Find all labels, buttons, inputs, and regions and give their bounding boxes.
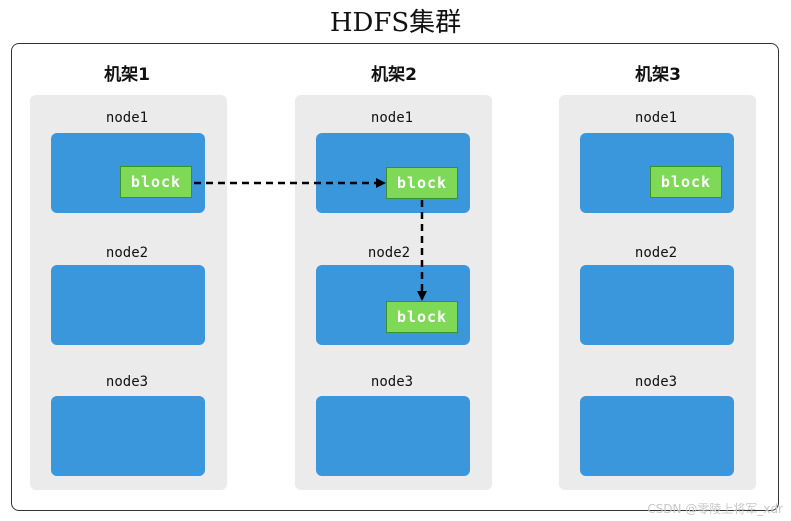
rack-3-node-3-label: node3	[634, 374, 678, 390]
rack-2-node-3-label: node3	[370, 374, 414, 390]
hdfs-cluster-frame	[11, 43, 779, 511]
rack-3-node-2	[580, 265, 734, 345]
block-rack-3-node-1: block	[650, 166, 722, 198]
rack-3-node-1-label: node1	[634, 110, 678, 126]
rack-1-node-2	[51, 265, 205, 345]
rack-2-node-1-label: node1	[370, 110, 414, 126]
rack-3-node-3	[580, 396, 734, 476]
rack-1-node-3-label: node3	[105, 374, 149, 390]
rack-1-node-1-label: node1	[105, 110, 149, 126]
watermark: CSDN @零陵上将军_xdr	[647, 502, 783, 516]
block-rack-2-node-2: block	[386, 301, 458, 333]
block-rack-2-node-1: block	[386, 167, 458, 199]
block-rack-1-node-1: block	[120, 166, 192, 198]
rack-1-label: 机架1	[104, 65, 150, 85]
rack-3-label: 机架3	[635, 65, 681, 85]
rack-3-node-2-label: node2	[634, 245, 678, 261]
rack-1-node-3	[51, 396, 205, 476]
rack-2-node-3	[316, 396, 470, 476]
diagram-title: HDFS集群	[329, 8, 462, 38]
rack-2-label: 机架2	[371, 65, 417, 85]
rack-2-node-2-label: node2	[367, 245, 411, 261]
rack-1-node-2-label: node2	[105, 245, 149, 261]
